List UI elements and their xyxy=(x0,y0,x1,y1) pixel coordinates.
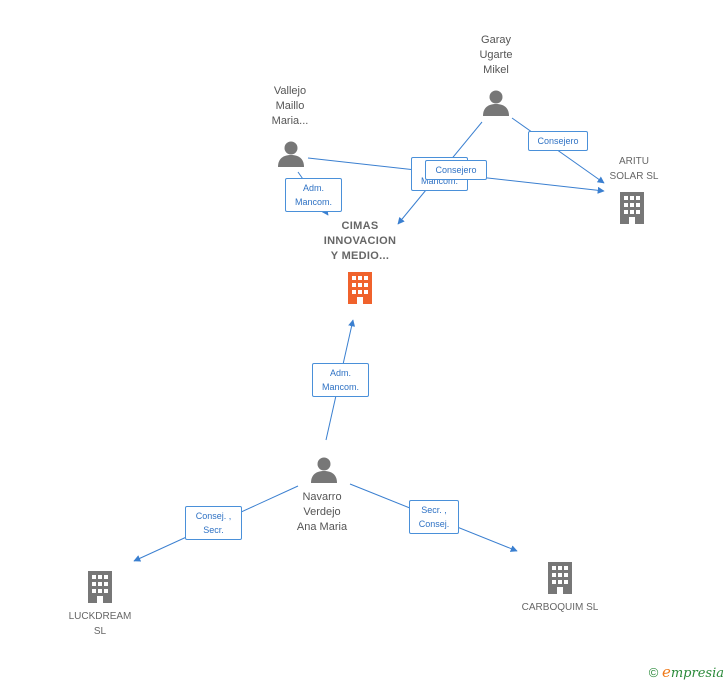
building-icon-carboquim xyxy=(548,562,572,594)
building-icon-aritu xyxy=(620,192,644,224)
node-label-luckdream[interactable]: LUCKDREAM SL xyxy=(68,611,132,637)
edge-label-navarro-luckdream: Consej. , Secr. xyxy=(185,506,242,540)
node-label-vallejo[interactable]: Vallejo Maillo Maria... xyxy=(271,85,309,127)
building-icon-cimas xyxy=(348,272,372,304)
edge-label-garay-aritu: Consejero xyxy=(528,131,588,151)
building-icon-luckdream xyxy=(88,571,112,603)
edge-label-vallejo-aritu: Consejero xyxy=(425,160,487,180)
person-icon xyxy=(278,141,304,167)
edge-label-navarro-carboquim: Secr. , Consej. xyxy=(409,500,459,534)
node-label-cimas[interactable]: CIMAS INNOVACION Y MEDIO... xyxy=(323,220,397,262)
person-icon xyxy=(311,457,337,483)
brand-logo: empresia xyxy=(661,663,724,681)
copyright-icon: © xyxy=(648,665,659,680)
node-label-navarro[interactable]: Navarro Verdejo Ana Maria xyxy=(296,491,348,533)
node-label-aritu[interactable]: ARITU SOLAR SL xyxy=(609,156,659,182)
node-label-carboquim[interactable]: CARBOQUIM SL xyxy=(521,602,599,613)
node-label-garay[interactable]: Garay Ugarte Mikel xyxy=(479,34,513,76)
copyright-brand: © empresia xyxy=(649,663,724,681)
edge-label-navarro-cimas: Adm. Mancom. xyxy=(312,363,369,397)
edge-label-vallejo-cimas: Adm. Mancom. xyxy=(285,178,342,212)
person-icon xyxy=(483,90,509,116)
